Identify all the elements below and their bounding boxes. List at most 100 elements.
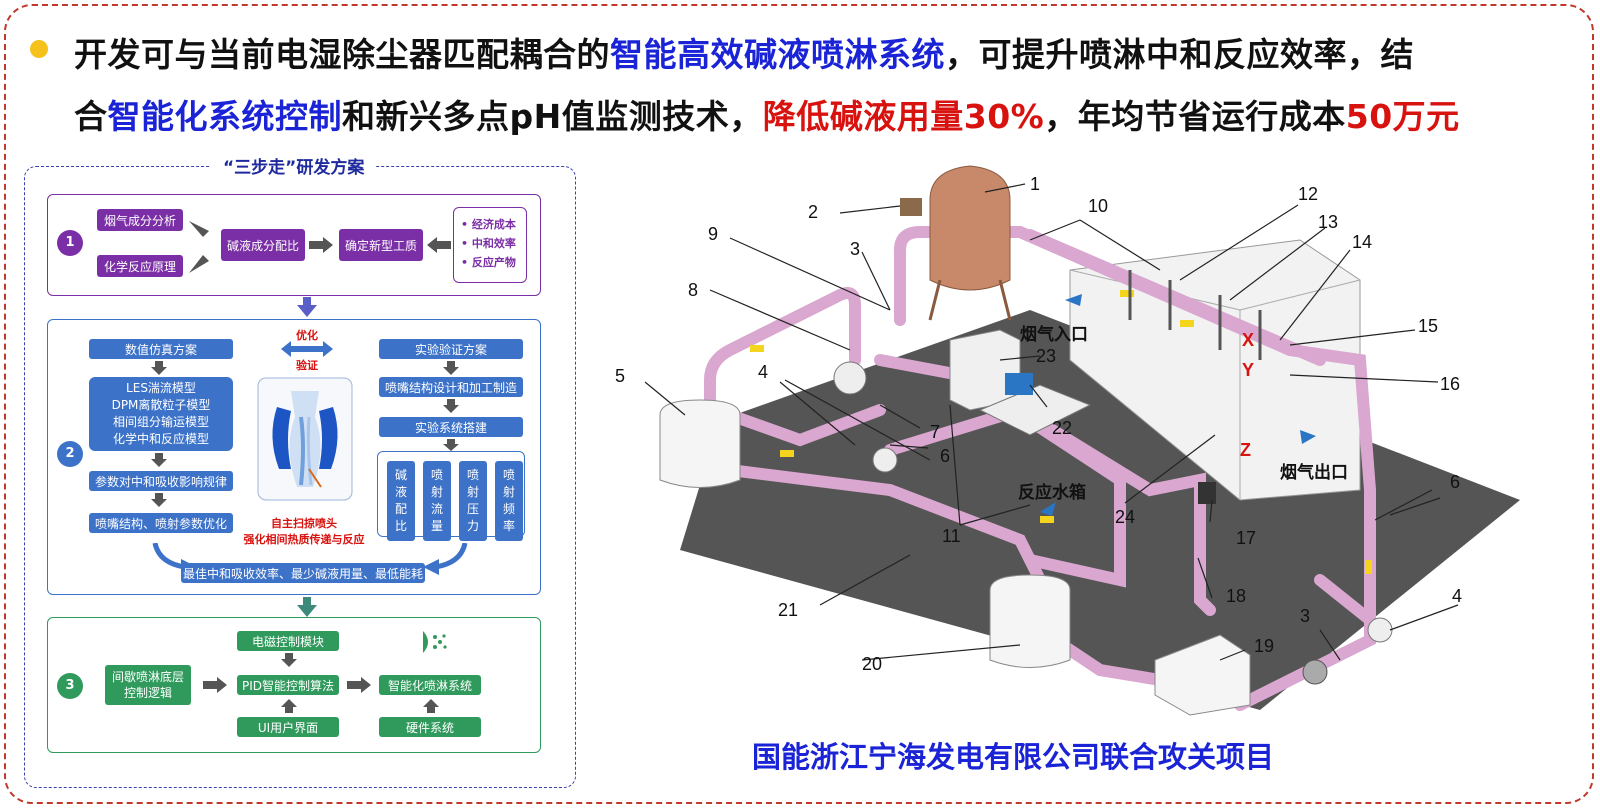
optimize-label: 优化 [296, 329, 318, 342]
tank-5 [659, 399, 741, 488]
nozzle-optimization-tag: 喷嘴结构、喷射参数优化 [89, 513, 233, 533]
step-1-arrows [189, 221, 209, 273]
nozzle-illustration [257, 377, 353, 501]
criteria-item: 反应产物 [471, 256, 516, 269]
arrow-down-icon [443, 439, 459, 451]
callout-3: 3 [850, 239, 860, 259]
alkali-tank [929, 165, 1011, 291]
sensor-17 [1198, 482, 1216, 504]
arrow-down-icon [297, 597, 317, 617]
step-1-box [47, 194, 541, 296]
intermittent-logic-tag: 间歇喷淋底层控制逻辑 [105, 665, 191, 705]
verify-label: 验证 [296, 359, 318, 372]
arrow-left-icon [427, 237, 451, 253]
flue-gas-analysis-tag: 烟气成分分析 [97, 209, 183, 231]
reaction-tank [989, 574, 1071, 668]
em-control-module-tag: 电磁控制模块 [237, 631, 339, 651]
pump [872, 447, 898, 473]
spray-nozzles [1128, 270, 1262, 360]
step-2-box [47, 319, 541, 595]
models-box: LES湍流模型 DPM离散粒子模型 相间组分输运模型 化学中和反应模型 [89, 377, 233, 451]
experiment-system-tag: 实验系统搭建 [379, 417, 523, 437]
laptop [1005, 373, 1033, 395]
arrow-down-icon [443, 361, 459, 375]
chemical-principle-tag: 化学反应原理 [97, 255, 183, 277]
pid-algorithm-tag: PID智能控制算法 [237, 675, 339, 695]
headline-text: 开发可与当前电湿除尘器匹配耦合的 [74, 35, 610, 74]
box-19 [1154, 634, 1251, 716]
callout-21: 21 [778, 600, 798, 620]
spray-icon [423, 631, 447, 653]
leader-lines [644, 183, 1459, 661]
slide-border [4, 4, 1594, 804]
step-2-number: 2 [57, 441, 83, 467]
callout-13: 13 [1318, 212, 1338, 232]
criteria-box [453, 207, 527, 283]
callout-6: 6 [940, 446, 950, 466]
arrow-down-icon [151, 493, 167, 507]
arrow-right-icon [347, 677, 371, 693]
flue-gas-inlet-label: 烟气入口 [1020, 324, 1088, 345]
model-item: 化学中和反应模型 [112, 432, 209, 446]
arrow-down-icon [443, 399, 459, 413]
axis-z-label: Z [1240, 440, 1251, 460]
callout-9: 9 [708, 224, 718, 244]
param-pressure: 喷射压力 [459, 461, 487, 541]
callout-5: 5 [615, 366, 625, 386]
callout-8: 8 [688, 280, 698, 300]
callout-7: 7 [930, 422, 940, 442]
axis-x-label: X [1242, 330, 1254, 350]
simulation-plan-tag: 数值仿真方案 [89, 339, 233, 359]
plan-title: “三步走”研发方案 [211, 153, 377, 178]
callout-11: 11 [942, 526, 961, 546]
project-footer: 国能浙江宁海发电有限公司联合攻关项目 [752, 740, 1275, 774]
callout-14: 14 [1352, 232, 1372, 252]
outlet-arrow-icon [1300, 430, 1316, 444]
alkali-ratio-tag: 碱液成分配比 [221, 229, 305, 261]
criteria-item: 经济成本 [471, 218, 516, 231]
headline-line-1: 开发可与当前电湿除尘器匹配耦合的智能高效碱液喷淋系统，可提升喷淋中和反应效率，结 [74, 28, 1414, 76]
pump [1302, 659, 1328, 685]
flow-arrow-icon [1040, 502, 1056, 516]
headline-highlight-red: 50万元 [1345, 97, 1460, 136]
step-3-number: 3 [57, 673, 83, 699]
arrow-down-icon [281, 653, 297, 667]
headline-text: ，可提升喷淋中和反应效率，结 [945, 35, 1414, 74]
floor-plate [680, 310, 1520, 710]
param-influence-tag: 参数对中和吸收影响规律 [89, 471, 233, 491]
experiment-plan-tag: 实验验证方案 [379, 339, 523, 359]
callout-6b: 6 [1450, 472, 1460, 492]
params-box [377, 451, 525, 537]
criteria-list: • 经济成本 • 中和效率 • 反应产物 [461, 218, 516, 269]
spray-system-diagram: 1 2 3 4 5 6 7 8 9 10 11 12 13 14 15 16 1… [615, 165, 1520, 716]
smart-spray-system-tag: 智能化喷淋系统 [379, 675, 481, 695]
param-alkali-ratio: 碱液配比 [387, 461, 415, 541]
ui-interface-tag: UI用户界面 [237, 717, 339, 737]
callout-3b: 3 [1300, 606, 1310, 626]
arrow-down-icon [151, 453, 167, 467]
arrow-right-icon [203, 677, 227, 693]
hardware-system-tag: 硬件系统 [379, 717, 481, 737]
pump [833, 361, 867, 395]
bullet-dot [30, 40, 48, 58]
callout-19: 19 [1254, 636, 1274, 656]
step-3-box [47, 617, 541, 753]
arrow-up-icon [281, 699, 297, 713]
arrow-down-icon [297, 297, 317, 317]
nozzle-manufacture-tag: 喷嘴结构设计和加工制造 [379, 377, 523, 397]
double-arrow-icon [281, 341, 333, 357]
headline-highlight-blue: 智能高效碱液喷淋系统 [610, 35, 945, 74]
model-item: 相间组分输运模型 [112, 415, 209, 429]
callout-18: 18 [1226, 586, 1246, 606]
three-step-plan-panel: “三步走”研发方案 1 烟气成分分析 化学反应原理 碱液成分配比 确定新型工质 … [24, 153, 576, 788]
headline-highlight-red: 降低碱液用量30% [762, 97, 1045, 136]
new-working-fluid-tag: 确定新型工质 [339, 229, 423, 261]
callout-24: 24 [1115, 507, 1135, 527]
callout-4b: 4 [1452, 586, 1462, 606]
arrow-right-icon [309, 237, 333, 253]
callout-20: 20 [862, 654, 882, 674]
model-item: DPM离散粒子模型 [111, 398, 211, 412]
headline-text: 和新兴多点pH值监测技术， [342, 97, 763, 136]
headline-line-2: 合智能化系统控制和新兴多点pH值监测技术，降低碱液用量30%，年均节省运行成本5… [74, 90, 1460, 138]
gauge-box [900, 198, 922, 216]
